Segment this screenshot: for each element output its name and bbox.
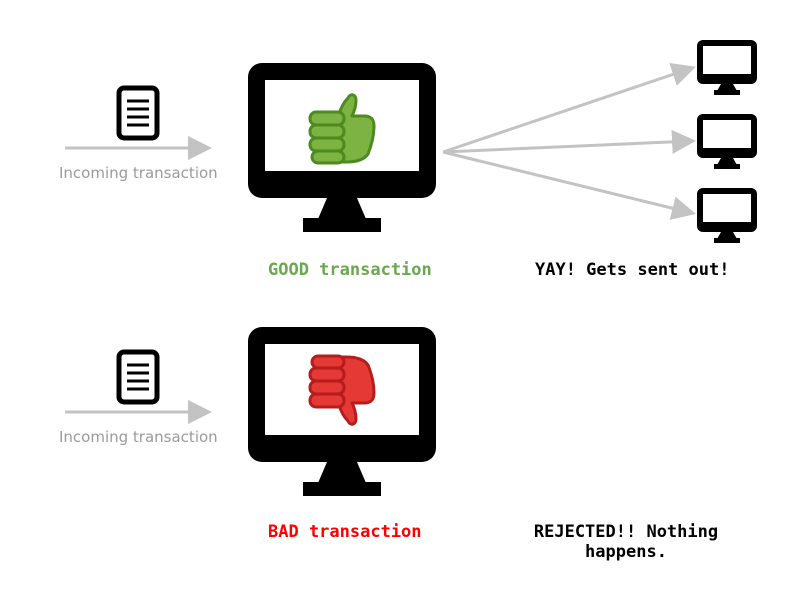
rejected-label-line1: REJECTED!! Nothing [533, 522, 719, 542]
rejected-label-line2: happens. [585, 542, 667, 562]
document-icon-top [116, 85, 160, 141]
peer-monitor-icon-1 [697, 40, 757, 95]
thumbs-down-icon [308, 354, 376, 426]
incoming-transaction-label-top: Incoming transaction [59, 164, 218, 182]
thumbs-up-icon [308, 93, 376, 165]
peer-monitor-icon-2 [697, 114, 757, 169]
good-transaction-label: GOOD transaction [268, 260, 432, 280]
rejected-label: REJECTED!! Nothing happens. [533, 522, 719, 562]
broadcast-arrow-3 [442, 150, 696, 220]
peer-monitor-icon-3 [697, 188, 757, 243]
sent-out-label: YAY! Gets sent out! [535, 260, 730, 280]
broadcast-arrow-2 [442, 129, 696, 154]
bad-transaction-label: BAD transaction [268, 522, 422, 542]
broadcast-arrow-1 [442, 63, 696, 154]
incoming-transaction-label-bottom: Incoming transaction [59, 428, 218, 446]
document-icon-bottom [116, 349, 160, 405]
